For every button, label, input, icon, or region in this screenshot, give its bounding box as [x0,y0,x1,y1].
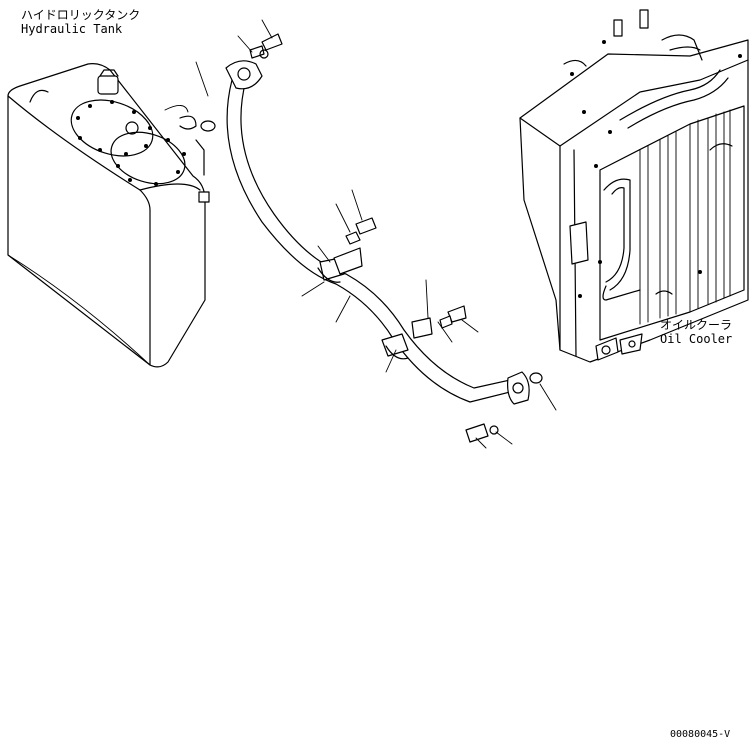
tank-label-en: Hydraulic Tank [21,22,123,36]
tank-label-jp: ハイドロリックタンク [21,8,141,22]
hydraulic-hose [225,60,530,405]
fasteners [200,33,543,443]
drawing-number: 00080045-V [670,729,731,740]
oil-cooler [519,9,749,363]
leader-lines [195,19,557,449]
hydraulic-tank [7,63,210,368]
cooler-label-en: Oil Cooler [660,332,733,346]
cooler-label-jp: オイルクーラ [660,318,733,332]
